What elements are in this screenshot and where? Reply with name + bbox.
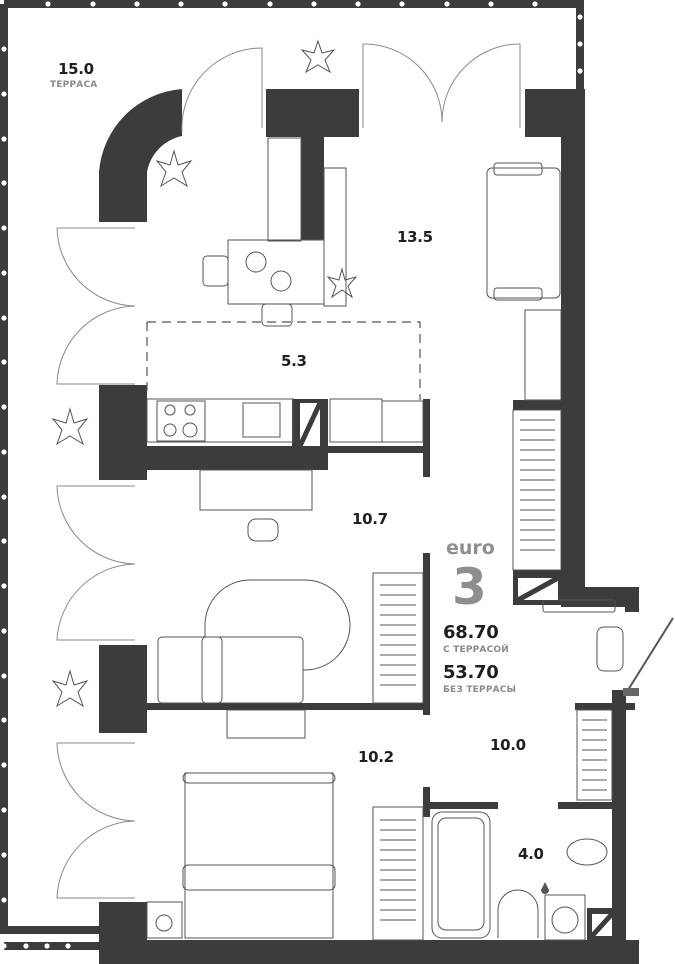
- plants: [51, 39, 358, 708]
- terrace-label: ТЕРРАСА: [50, 80, 98, 90]
- furniture: [146, 137, 624, 941]
- closets: [297, 401, 614, 938]
- radiators: [380, 419, 607, 921]
- plan-type-label: euro: [446, 537, 495, 559]
- living-room-area: 13.5: [397, 228, 433, 246]
- total-with-terrace: 68.70: [443, 622, 499, 643]
- terrace-railing: [0, 0, 584, 950]
- rooms-count: 3: [452, 558, 487, 616]
- bathroom-area: 4.0: [518, 845, 544, 863]
- hallway-area: 10.0: [490, 736, 526, 754]
- walls: [99, 89, 639, 964]
- bedroom-2-area: 10.2: [358, 748, 394, 766]
- without-terrace-label: БЕЗ ТЕРРАСЫ: [443, 685, 517, 695]
- with-terrace-label: С ТЕРРАСОЙ: [443, 645, 509, 655]
- total-without-terrace: 53.70: [443, 662, 499, 683]
- entrance-door: [627, 617, 674, 691]
- doors: [56, 43, 521, 899]
- terrace-area: 15.0: [58, 60, 94, 78]
- kitchen-area: 5.3: [281, 352, 307, 370]
- water-drop-icon: [541, 882, 549, 894]
- kitchen-zone: [146, 321, 421, 400]
- bedroom-1-area: 10.7: [352, 510, 388, 528]
